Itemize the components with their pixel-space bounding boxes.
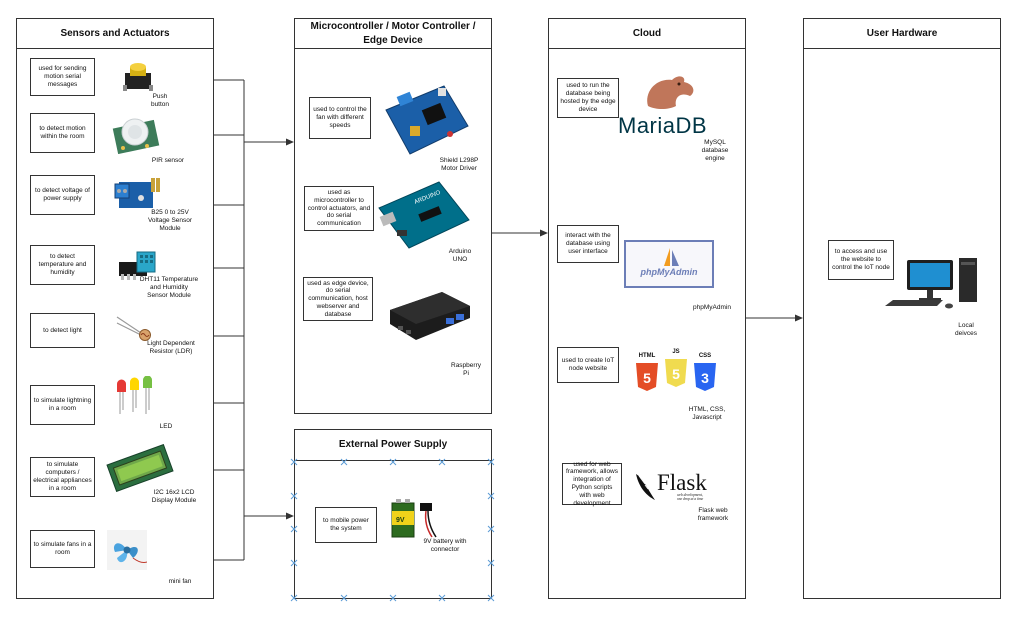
sail-icon bbox=[664, 248, 679, 266]
svg-text:5: 5 bbox=[643, 370, 651, 386]
sensor-note: to simulate fans in a room bbox=[30, 530, 95, 568]
mariadb-logo-icon bbox=[647, 76, 694, 109]
cloud-caption: MySQL database engine bbox=[701, 139, 729, 163]
arduino-uno-icon: ARDUINO bbox=[378, 181, 470, 249]
power-note: to mobile power the system bbox=[315, 507, 377, 543]
cloud-note: used to create IoT node website bbox=[557, 347, 619, 383]
sensors-panel: Sensors and Actuators bbox=[16, 18, 214, 599]
sensor-caption: I2C 16x2 LCD Display Module bbox=[151, 489, 197, 505]
sensor-caption: B25 0 to 25V Voltage Sensor Module bbox=[147, 209, 193, 233]
cloud-note: interact with the database using user in… bbox=[557, 225, 619, 263]
user-hardware-panel-title: User Hardware bbox=[804, 19, 1000, 49]
phpmyadmin-logo-text: phpMyAdmin bbox=[640, 267, 698, 277]
sensors-panel-title: Sensors and Actuators bbox=[17, 19, 213, 49]
desktop-computer-icon bbox=[885, 258, 977, 309]
sensor-note: to simulate lightning in a room bbox=[30, 385, 95, 425]
sensor-caption: LED bbox=[159, 423, 173, 430]
flask-horn-icon bbox=[636, 474, 655, 500]
pir-sensor-icon bbox=[112, 118, 160, 154]
css-logo-icon: CSS 3 bbox=[693, 353, 717, 392]
lcd-display-icon bbox=[106, 444, 174, 492]
user-caption: Local deivces bbox=[954, 322, 978, 338]
flask-logo-text: Flask bbox=[657, 470, 707, 495]
html-logo-icon: HTML 5 bbox=[635, 353, 659, 392]
sensor-caption: Push button bbox=[150, 93, 170, 109]
dht11-sensor-icon bbox=[119, 251, 156, 280]
micro-note: used to control the fan with different s… bbox=[309, 97, 371, 139]
mini-fan-icon bbox=[107, 530, 147, 570]
micro-note: used as edge device, do serial communica… bbox=[303, 277, 373, 321]
sensor-caption: PIR sensor bbox=[151, 157, 185, 164]
svg-text:5: 5 bbox=[672, 366, 680, 382]
ldr-icon bbox=[116, 316, 151, 341]
sensor-note: to simulate computers / electrical appli… bbox=[30, 457, 95, 497]
push-button-icon bbox=[123, 63, 153, 91]
mariadb-logo-text: MariaDB bbox=[618, 113, 708, 138]
js-logo-icon: JS 5 bbox=[664, 349, 688, 388]
user-note: to access and use the website to control… bbox=[828, 240, 894, 280]
flask-logo-subtitle: web development, one drop at a time bbox=[677, 493, 704, 502]
sensor-note: to detect temperature and humidity bbox=[30, 245, 95, 285]
web-stack-logo-icon: HTML 5 JS 5 CSS 3 bbox=[633, 349, 723, 400]
raspberry-pi-icon bbox=[390, 292, 470, 340]
cloud-caption: HTML, CSS, Javascript bbox=[688, 406, 726, 422]
led-icon bbox=[117, 376, 152, 414]
sensor-caption: DHT11 Temperature and Humidity Sensor Mo… bbox=[139, 276, 199, 300]
cloud-caption: phpMyAdmin bbox=[693, 304, 731, 311]
svg-text:3: 3 bbox=[701, 370, 709, 386]
svg-text:9V: 9V bbox=[396, 517, 405, 524]
power-caption: 9V battery with connector bbox=[423, 538, 467, 554]
sensor-note: to detect voltage of power supply bbox=[30, 175, 95, 215]
phpmyadmin-logo-icon: phpMyAdmin bbox=[624, 240, 714, 288]
micro-caption: Arduino UNO bbox=[448, 248, 472, 264]
sensor-caption: mini fan bbox=[168, 578, 192, 585]
cloud-panel-title: Cloud bbox=[549, 19, 745, 49]
cloud-caption: Flask web framework bbox=[697, 507, 729, 523]
battery-icon: 9V bbox=[391, 499, 437, 538]
flask-logo-icon: Flask web development, one drop at a tim… bbox=[633, 470, 717, 506]
sensor-note: to detect light bbox=[30, 313, 95, 348]
sensor-note: used for sending motion serial messages bbox=[30, 58, 95, 96]
sensor-note: to detect motion within the room bbox=[30, 113, 95, 153]
voltage-sensor-icon bbox=[114, 178, 160, 208]
power-panel-title: External Power Supply bbox=[295, 430, 491, 461]
microcontroller-panel-title: Microcontroller / Motor Controller / Edg… bbox=[295, 19, 491, 49]
micro-caption: Shield L298P Motor Driver bbox=[439, 157, 479, 173]
micro-caption: Raspberry Pi bbox=[451, 362, 481, 378]
motor-shield-icon bbox=[385, 85, 469, 155]
cloud-note: used to run the database being hosted by… bbox=[557, 78, 619, 118]
micro-note: used as microcontroller to control actua… bbox=[304, 186, 374, 231]
cloud-note: used for web framework, allows integrati… bbox=[562, 461, 622, 507]
user-hardware-panel: User Hardware bbox=[803, 18, 1001, 599]
sensor-caption: Light Dependent Resistor (LDR) bbox=[147, 340, 195, 356]
